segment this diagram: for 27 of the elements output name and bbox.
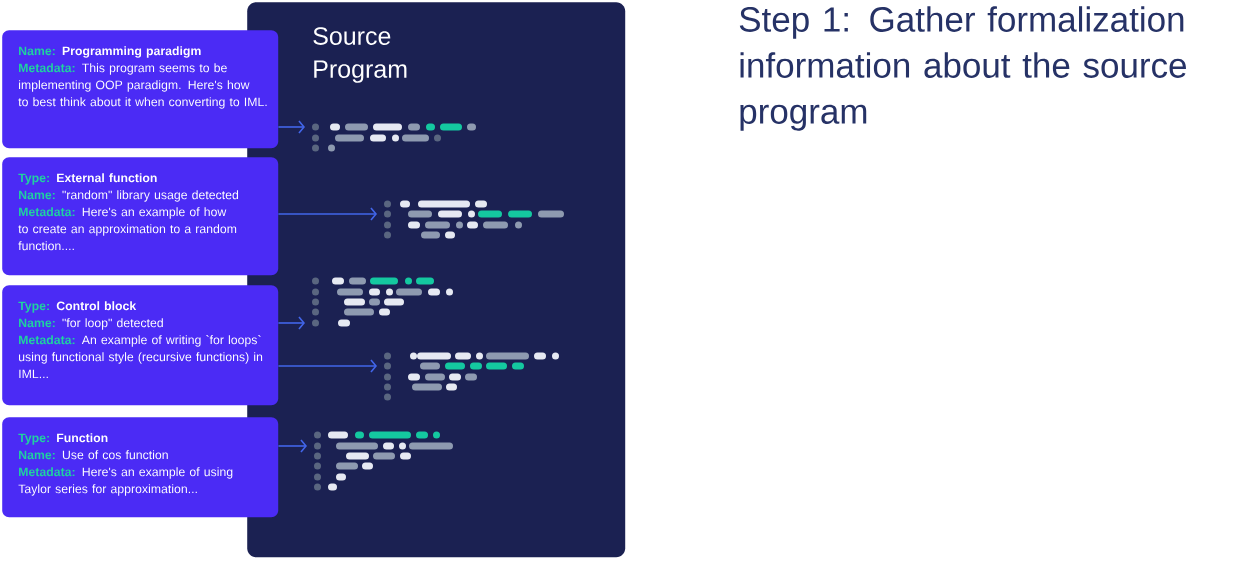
field-text: Name: "for loop" detected <box>19 318 163 330</box>
field-text: Metadata: This program seems to be implementing OOP paradigm. Here's how to best think about it when converting to IML. <box>18 63 267 109</box>
arrow <box>277 207 377 221</box>
field-text: Name: Use of cos function <box>19 450 168 460</box>
arrow <box>277 359 377 373</box>
field-text: Type: Function <box>18 433 108 445</box>
field-text: Name: "random" library usage detected <box>19 190 239 202</box>
panel-heading: Source Program <box>313 27 407 83</box>
info-card <box>2 157 279 276</box>
arrow <box>277 120 305 134</box>
field-text: Metadata: Here's an example of how to create an approximation to a random function.... <box>18 207 237 251</box>
field-text: Type: Control block <box>18 301 137 313</box>
field-text: Metadata: An example of writing `for loops` using functional style (recursive functions) in IML... <box>19 335 263 379</box>
code-snippet-drawing <box>312 123 476 152</box>
arrow <box>277 439 307 453</box>
code-snippet-drawing <box>384 352 559 401</box>
info-card <box>2 285 279 406</box>
info-card <box>2 30 279 149</box>
field-text: Name: Programming paradigm <box>19 46 201 58</box>
arrow <box>277 316 305 330</box>
code-snippet-drawing <box>384 200 564 239</box>
field-text: Type: External function <box>18 173 157 185</box>
code-snippet-drawing <box>314 431 453 491</box>
heading: Step 1: Gather formalization information about the source program <box>739 6 1186 131</box>
info-card <box>2 417 279 518</box>
field-text: Metadata: Here's an example of using Taylor series for approximation... <box>18 467 233 496</box>
code-snippet-drawing <box>312 277 453 327</box>
